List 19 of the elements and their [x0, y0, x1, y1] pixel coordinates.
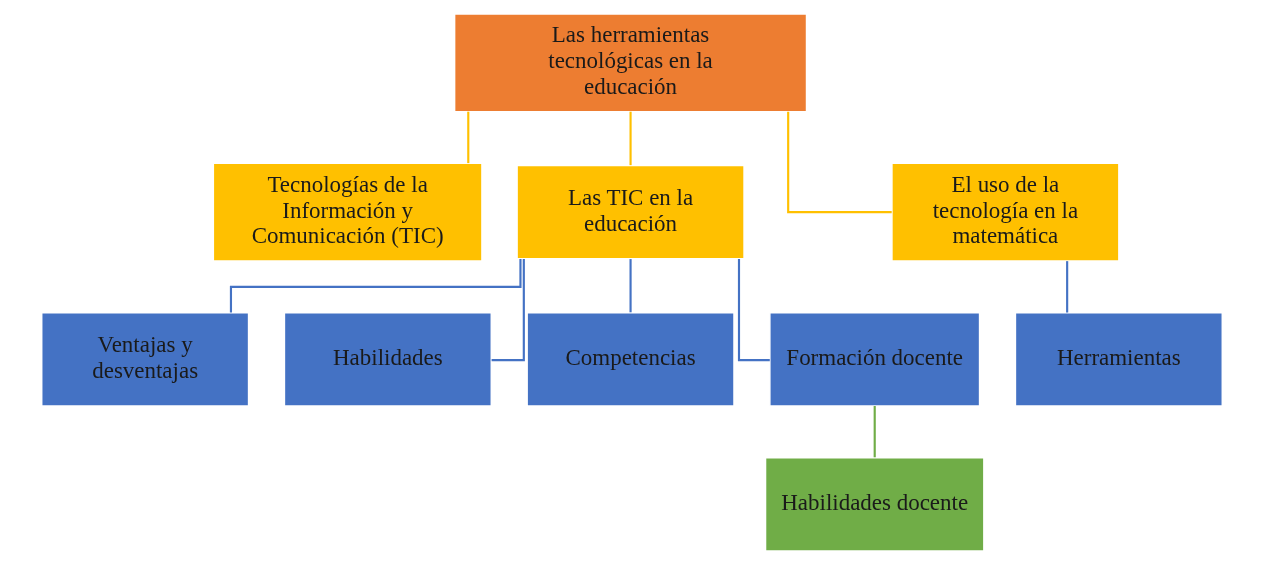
node-box: Habilidades docente [764, 457, 985, 552]
connector [873, 406, 876, 458]
connector [737, 258, 770, 362]
node-box: Tecnologías de la Información y Comunicación (TIC) [212, 162, 483, 262]
node-box: Formación docente [769, 311, 981, 407]
node-box: Herramientas [1014, 311, 1223, 407]
connector [229, 259, 522, 313]
connector [629, 259, 632, 313]
node-box: Las TIC en la educación [516, 164, 745, 260]
connector [467, 111, 470, 164]
connector [629, 111, 632, 166]
node-box: Habilidades [283, 311, 492, 407]
node-box: Competencias [526, 311, 735, 407]
node-box: Las herramientas tecnológicas en la educación [453, 13, 808, 113]
connector [787, 111, 892, 214]
connector [1066, 261, 1069, 313]
node-box: Ventajas y desventajas [41, 311, 250, 407]
connector [491, 258, 525, 362]
node-box: El uso de la tecnología en la matemática [891, 162, 1120, 262]
